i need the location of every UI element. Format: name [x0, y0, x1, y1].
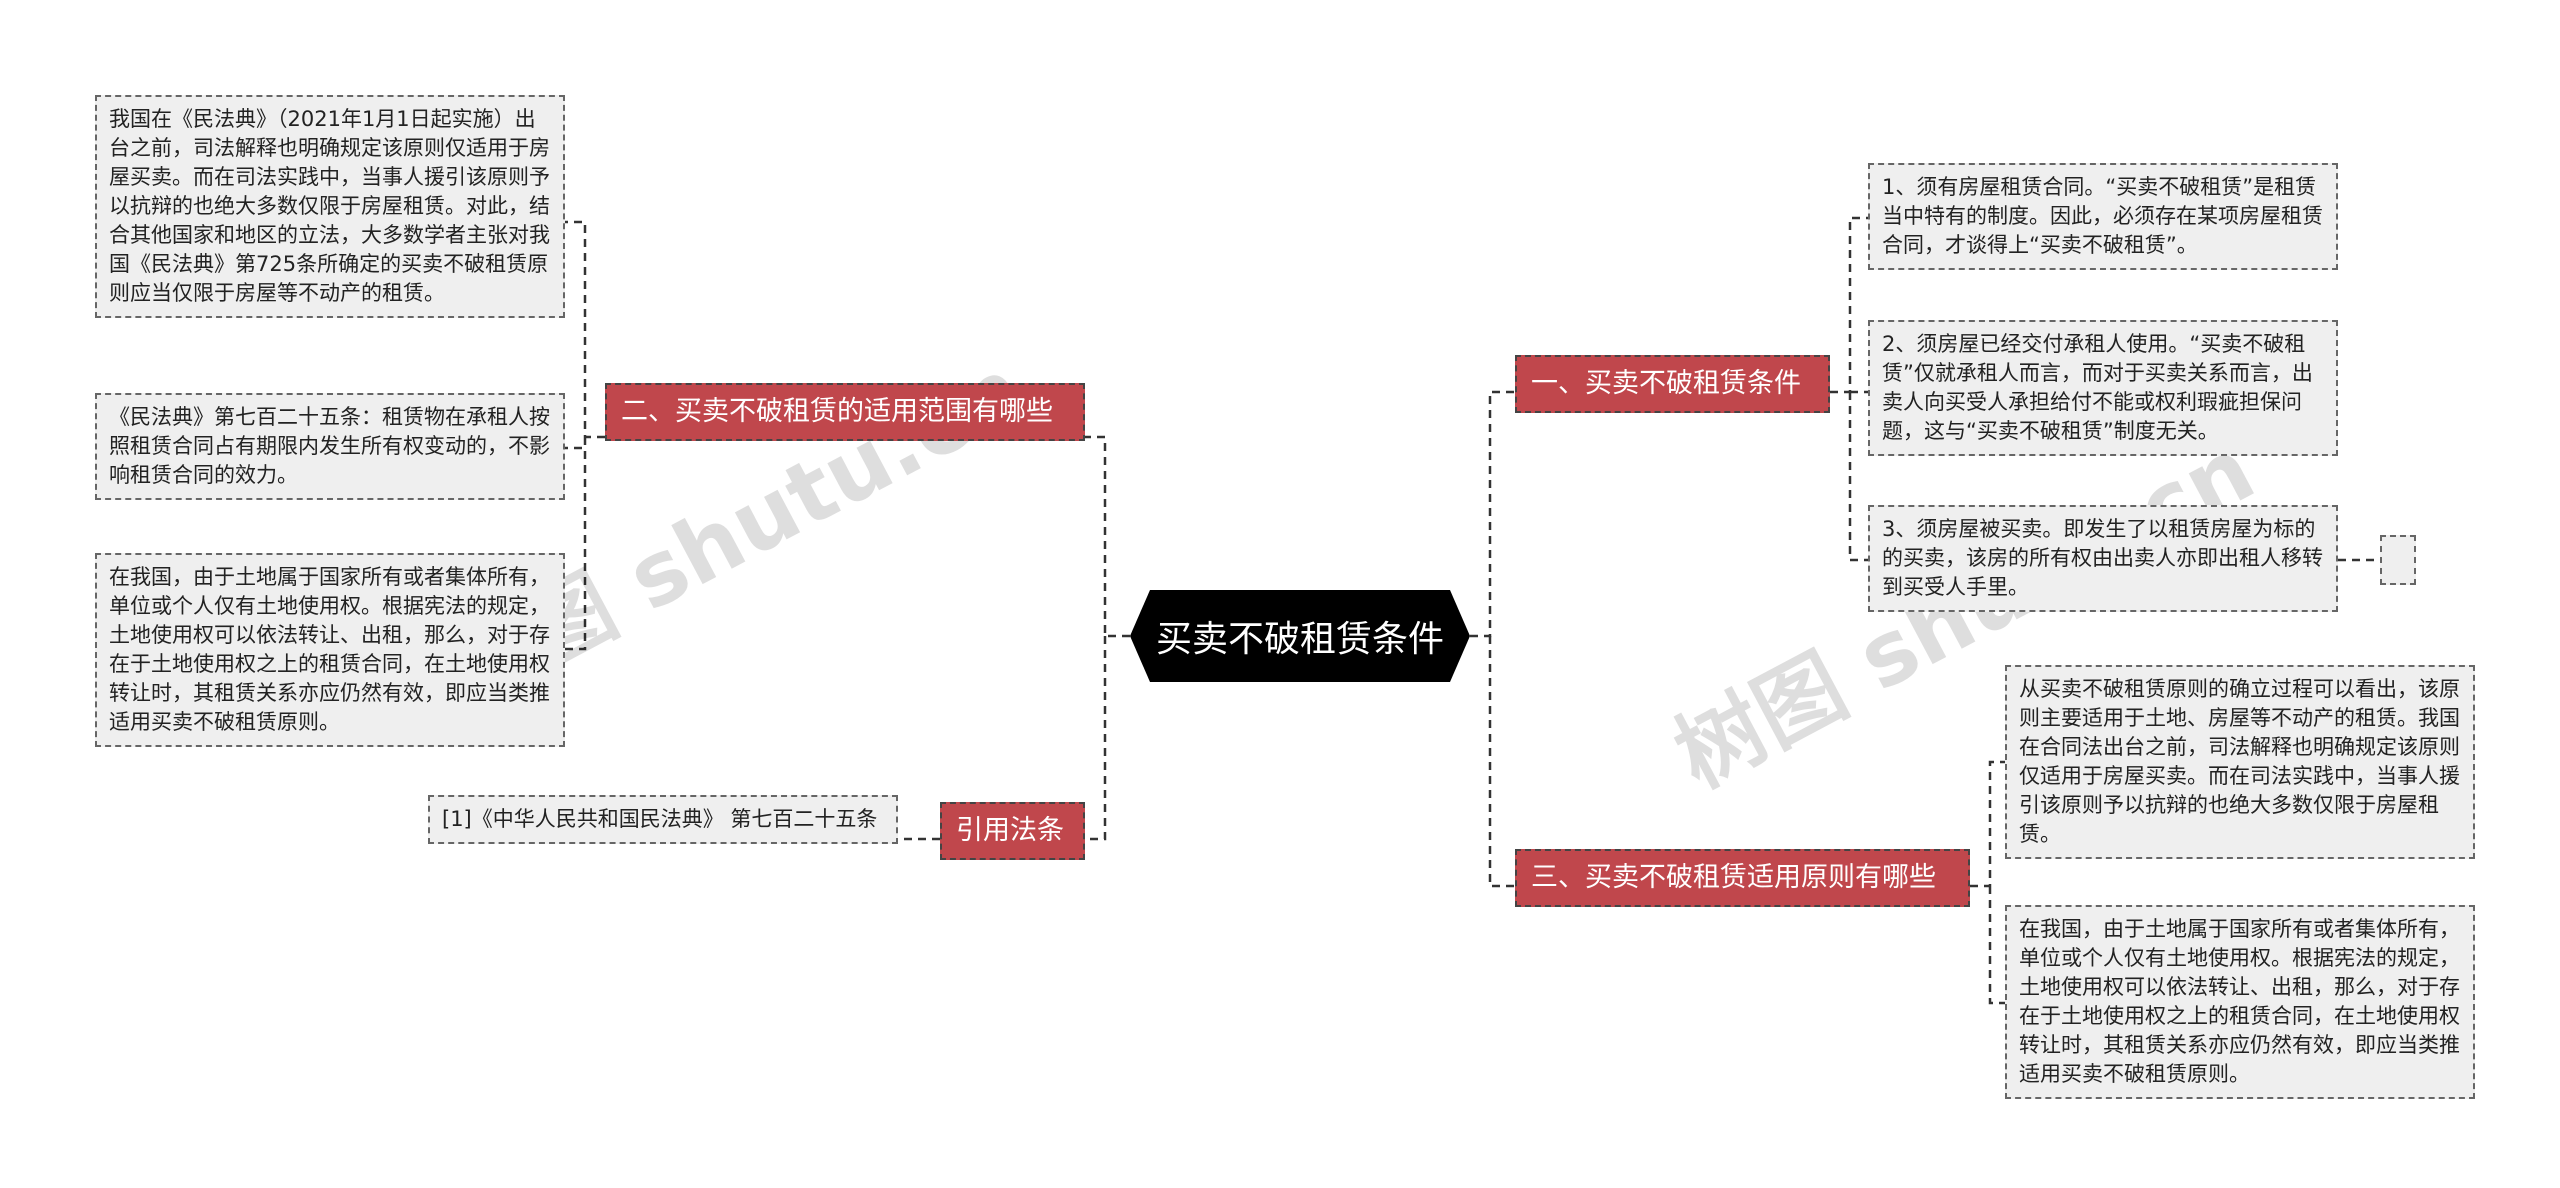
leaf-principle-2-text: 在我国，由于土地属于国家所有或者集体所有，单位或个人仅有土地使用权。根据宪法的规…: [2019, 917, 2460, 1086]
link-principle-leaves: [1970, 760, 2005, 1005]
branch-conditions[interactable]: 一、买卖不破租赁条件: [1515, 355, 1830, 413]
leaf-condition-3[interactable]: 3、须房屋被买卖。即发生了以租赁房屋为标的的买卖，该房的所有权由出卖人亦即出租人…: [1868, 505, 2338, 612]
leaf-citation-1-text: [1]《中华人民共和国民法典》 第七百二十五条: [442, 807, 878, 831]
leaf-scope-2[interactable]: 《民法典》第七百二十五条：租赁物在承租人按照租赁合同占有期限内发生所有权变动的，…: [95, 393, 565, 500]
branch-citation[interactable]: 引用法条: [940, 802, 1085, 860]
central-topic-label: 买卖不破租赁条件: [1155, 619, 1444, 660]
leaf-condition-2[interactable]: 2、须房屋已经交付承租人使用。“买卖不破租赁”仅就承租人而言，而对于买卖关系而言…: [1868, 320, 2338, 456]
link-center-principle: [1488, 636, 1515, 888]
branch-principle-label: 三、买卖不破租赁适用原则有哪些: [1531, 862, 1936, 893]
leaf-condition-3-text: 3、须房屋被买卖。即发生了以租赁房屋为标的的买卖，该房的所有权由出卖人亦即出租人…: [1882, 517, 2323, 599]
branch-citation-label: 引用法条: [956, 815, 1064, 846]
leaf-citation-1[interactable]: [1]《中华人民共和国民法典》 第七百二十五条: [428, 795, 898, 844]
leaf-condition-2-text: 2、须房屋已经交付承租人使用。“买卖不破租赁”仅就承租人而言，而对于买卖关系而言…: [1882, 332, 2313, 443]
leaf-scope-1[interactable]: 我国在《民法典》（2021年1月1日起实施）出台之前，司法解释也明确规定该原则仅…: [95, 95, 565, 318]
branch-principle[interactable]: 三、买卖不破租赁适用原则有哪些: [1515, 849, 1970, 907]
leaf-condition-1-text: 1、须有房屋租赁合同。“买卖不破租赁”是租赁当中特有的制度。因此，必须存在某项房…: [1882, 175, 2323, 257]
leaf-principle-2[interactable]: 在我国，由于土地属于国家所有或者集体所有，单位或个人仅有土地使用权。根据宪法的规…: [2005, 905, 2475, 1099]
leaf-scope-3-text: 在我国，由于土地属于国家所有或者集体所有，单位或个人仅有土地使用权。根据宪法的规…: [109, 565, 550, 734]
central-topic[interactable]: 买卖不破租赁条件: [1130, 590, 1470, 682]
link-scope-leaves: [565, 220, 605, 651]
branch-conditions-label: 一、买卖不破租赁条件: [1531, 368, 1801, 399]
leaf-principle-1[interactable]: 从买卖不破租赁原则的确立过程可以看出，该原则主要适用于土地、房屋等不动产的租赁。…: [2005, 665, 2475, 859]
leaf-scope-1-text: 我国在《民法典》（2021年1月1日起实施）出台之前，司法解释也明确规定该原则仅…: [109, 107, 550, 305]
leaf-scope-3[interactable]: 在我国，由于土地属于国家所有或者集体所有，单位或个人仅有土地使用权。根据宪法的规…: [95, 553, 565, 747]
branch-scope-label: 二、买卖不破租赁的适用范围有哪些: [621, 396, 1053, 427]
link-conditions-leaves: [1830, 216, 1868, 562]
link-center-conditions: [1470, 390, 1515, 638]
link-center-scope: [1085, 435, 1130, 638]
leaf-principle-1-text: 从买卖不破租赁原则的确立过程可以看出，该原则主要适用于土地、房屋等不动产的租赁。…: [2019, 677, 2460, 846]
leaf-condition-3-child[interactable]: [2380, 535, 2416, 585]
leaf-condition-1[interactable]: 1、须有房屋租赁合同。“买卖不破租赁”是租赁当中特有的制度。因此，必须存在某项房…: [1868, 163, 2338, 270]
link-center-citation: [1085, 636, 1107, 841]
branch-scope[interactable]: 二、买卖不破租赁的适用范围有哪些: [605, 383, 1085, 441]
leaf-scope-2-text: 《民法典》第七百二十五条：租赁物在承租人按照租赁合同占有期限内发生所有权变动的，…: [109, 405, 550, 487]
